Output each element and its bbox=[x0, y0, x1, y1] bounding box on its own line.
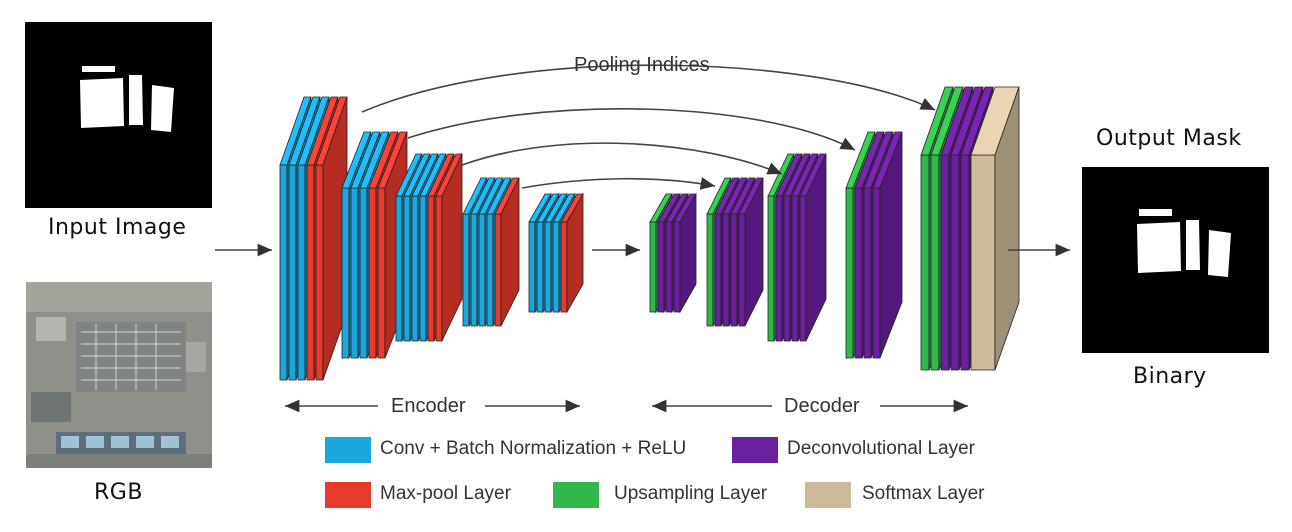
network-layers bbox=[279, 86, 1020, 381]
layer-1-pool-5 bbox=[315, 96, 348, 381]
layer-9-deconv-4 bbox=[872, 131, 903, 359]
pooling-arc-3 bbox=[461, 142, 783, 175]
layer-5-pool-5 bbox=[560, 192, 584, 314]
binary-label: Binary bbox=[1133, 364, 1207, 389]
output-mask-image bbox=[1082, 167, 1269, 353]
pooling-indices-label: Pooling Indices bbox=[574, 54, 710, 76]
legend-label-pool: Max-pool Layer bbox=[380, 483, 511, 504]
network-arrows bbox=[215, 64, 1070, 413]
legend-swatch-deconv bbox=[732, 437, 778, 463]
decoder-label: Decoder bbox=[784, 395, 860, 417]
pooling-arc-2 bbox=[407, 108, 856, 151]
rgb-label: RGB bbox=[94, 480, 143, 505]
output-mask-shapes bbox=[1137, 209, 1231, 277]
legend-swatch-pool bbox=[325, 482, 371, 508]
pooling-arc-4 bbox=[521, 177, 716, 190]
legend-swatch-conv bbox=[325, 437, 371, 463]
pooling-arc-1 bbox=[361, 64, 936, 113]
encoder-label: Encoder bbox=[391, 395, 466, 417]
layer-10-softmax-6 bbox=[970, 86, 1020, 371]
legend-label-conv: Conv + Batch Normalization + ReLU bbox=[380, 438, 687, 459]
input-mask-image bbox=[25, 22, 212, 208]
layer-4-pool-5 bbox=[494, 177, 520, 327]
legend-label-softmax: Softmax Layer bbox=[862, 483, 985, 504]
output-mask-label: Output Mask bbox=[1096, 126, 1242, 151]
legend-label-deconv: Deconvolutional Layer bbox=[787, 438, 976, 459]
legend-swatch-upsample bbox=[553, 482, 599, 508]
legend-swatch-softmax bbox=[805, 482, 851, 508]
rgb-satellite-image bbox=[26, 282, 212, 468]
legend-label-upsample: Upsampling Layer bbox=[614, 483, 768, 504]
layer-6-deconv-4 bbox=[673, 192, 697, 314]
input-image-label: Input Image bbox=[48, 215, 187, 240]
layer-7-deconv-5 bbox=[738, 177, 764, 327]
layer-8-deconv-5 bbox=[799, 153, 827, 342]
layer-3-pool-6 bbox=[435, 153, 463, 342]
rgb-image-texture bbox=[26, 282, 212, 468]
input-mask-shapes bbox=[80, 66, 174, 132]
